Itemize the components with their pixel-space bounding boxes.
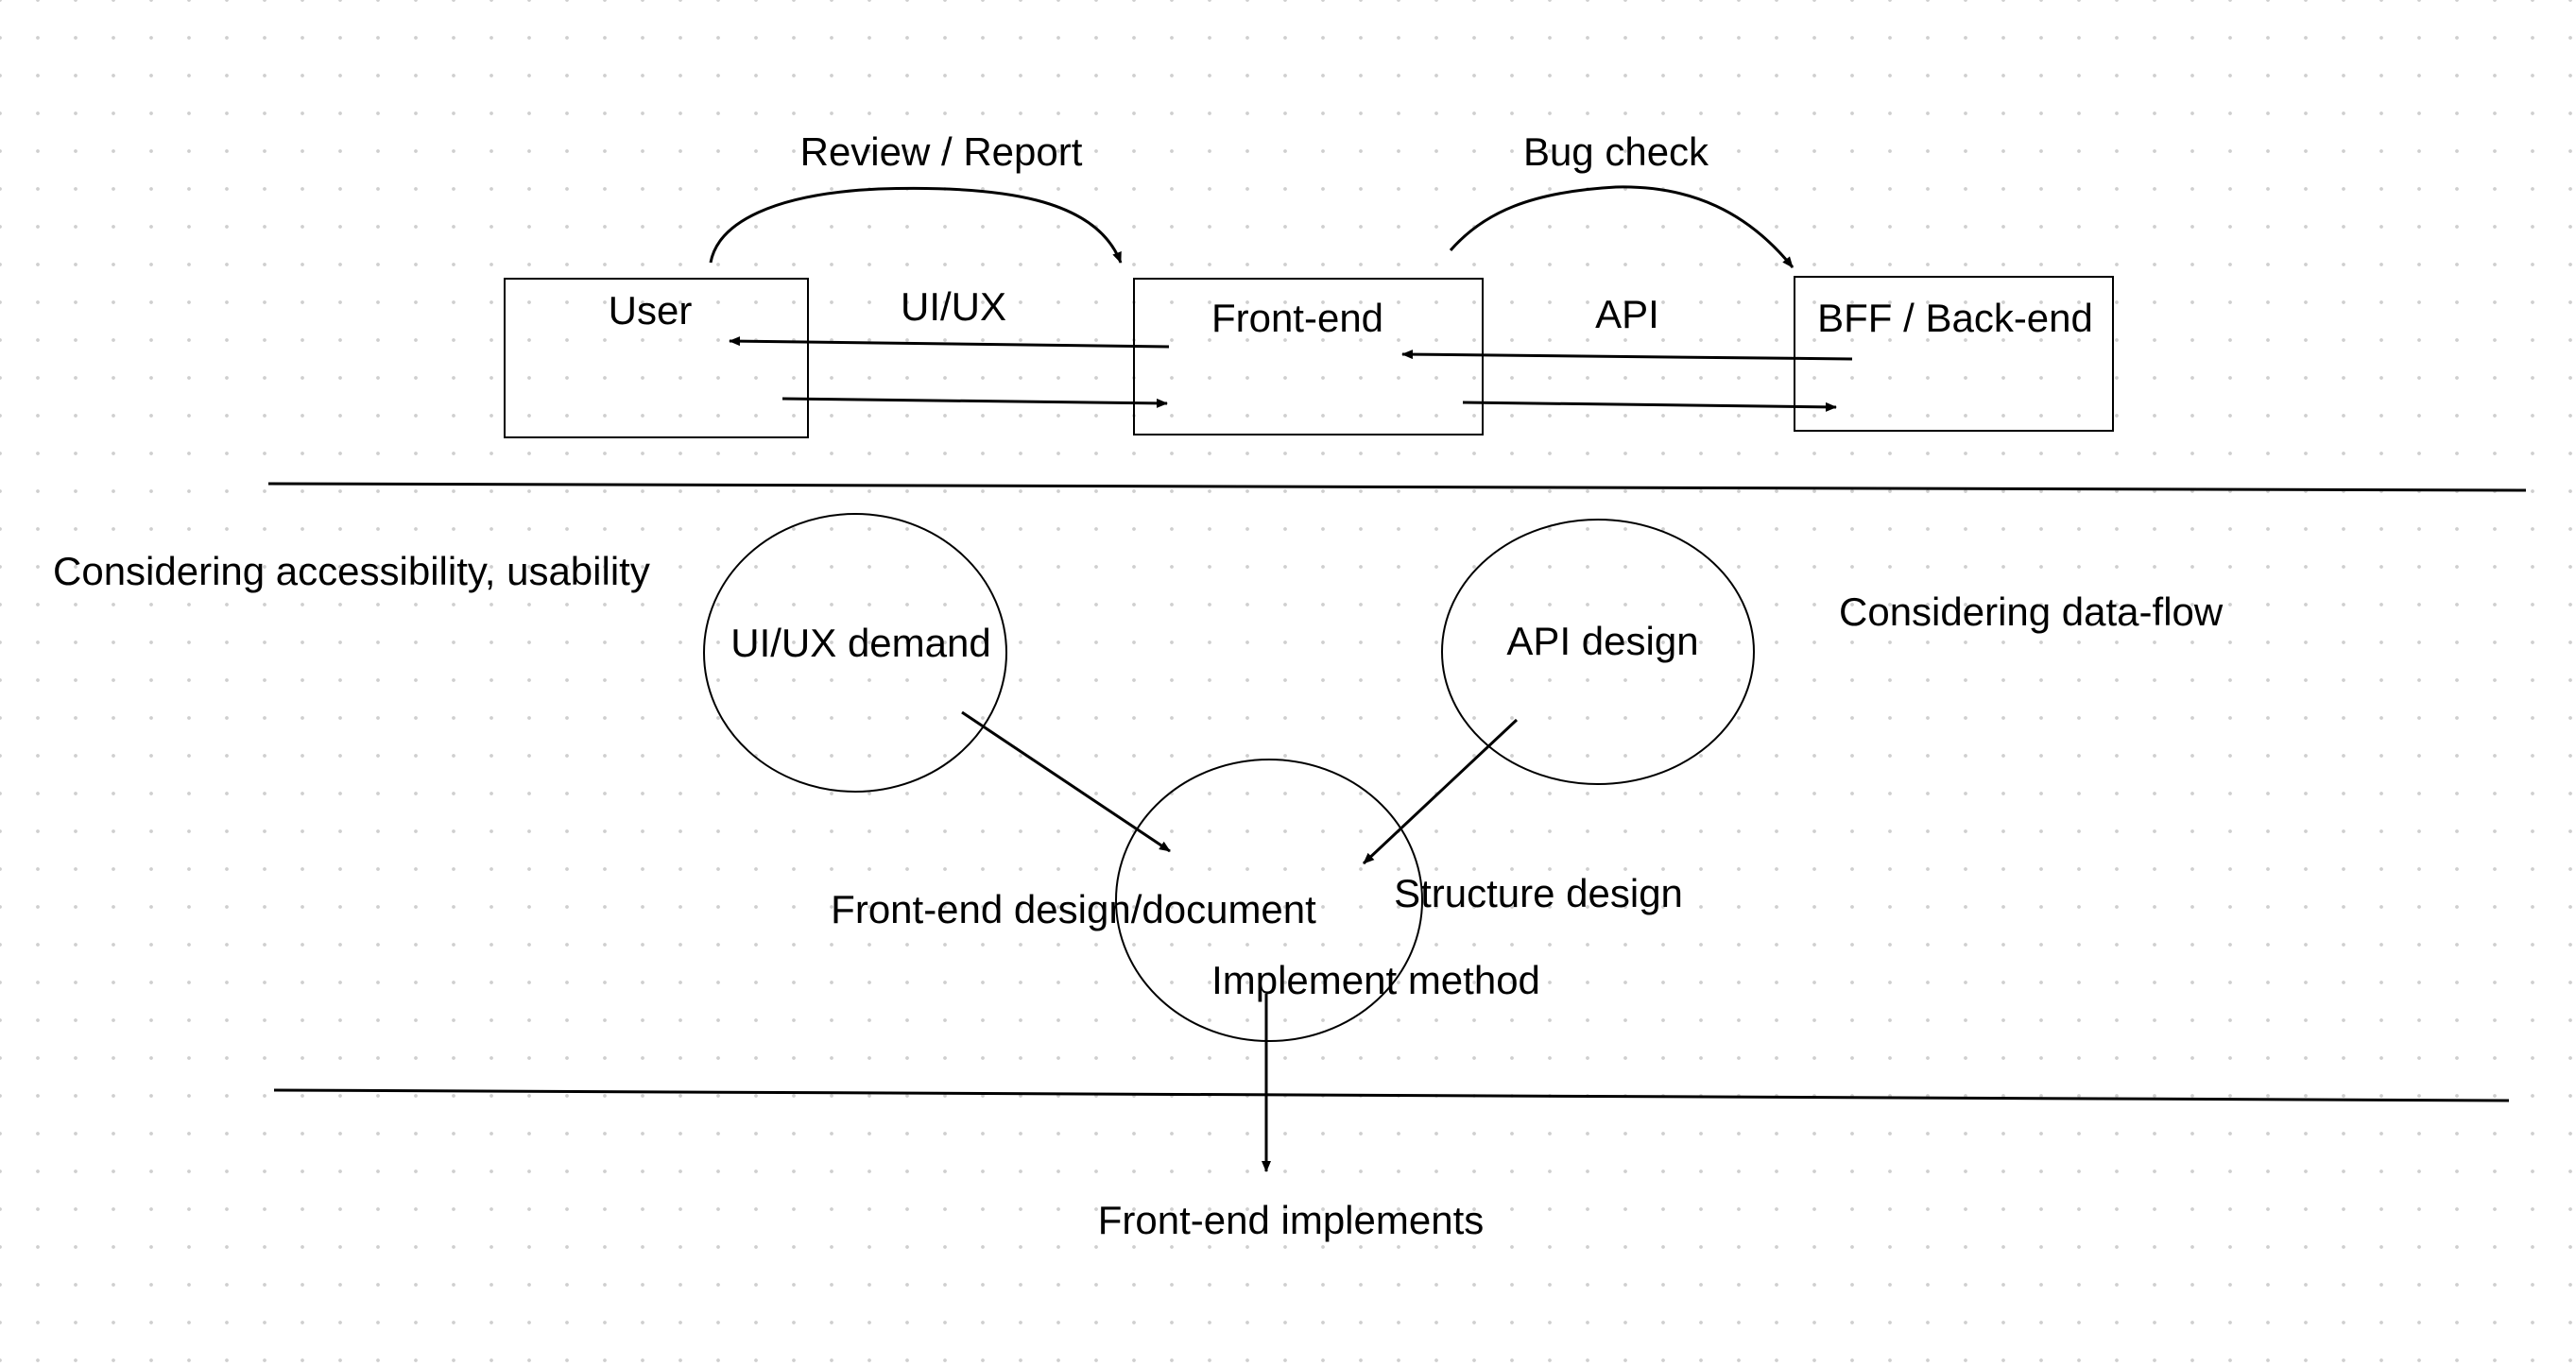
bug-check-label: Bug check — [1523, 129, 1709, 174]
accessibility-annotation: Considering accessibility, usability — [53, 549, 650, 593]
implement-method-annotation: Implement method — [1211, 958, 1540, 1002]
user-label: User — [609, 288, 693, 333]
frontend-design-annotation: Front-end design/document — [831, 887, 1316, 931]
review-report-label: Review / Report — [800, 129, 1083, 174]
frontend-to-user-arrow[interactable] — [729, 336, 1170, 349]
structure-design-annotation: Structure design — [1394, 871, 1683, 915]
divider-top — [267, 482, 2527, 492]
user-to-frontend-arrow[interactable] — [781, 397, 1168, 408]
bug-check-arrow[interactable] — [1449, 185, 1795, 268]
review-report-arrow[interactable] — [709, 186, 1123, 264]
backend-label: BFF / Back-end — [1817, 296, 2093, 340]
uiux-edge-label: UI/UX — [901, 284, 1006, 329]
frontend-box[interactable] — [1133, 278, 1484, 435]
api-design-circle[interactable] — [1441, 519, 1755, 785]
api-to-design-arrow[interactable] — [1362, 718, 1519, 865]
frontend-design-circle[interactable] — [1115, 759, 1423, 1042]
frontend-to-backend-arrow[interactable] — [1462, 401, 1837, 412]
data-flow-annotation: Considering data-flow — [1839, 589, 2224, 634]
frontend-implements-annotation: Front-end implements — [1098, 1198, 1485, 1242]
uiux-demand-circle[interactable] — [703, 513, 1007, 793]
user-box[interactable] — [504, 278, 809, 438]
backend-box[interactable] — [1794, 276, 2114, 432]
api-design-label: API design — [1506, 619, 1698, 663]
uiux-demand-label: UI/UX demand — [730, 621, 990, 665]
backend-to-frontend-arrow[interactable] — [1401, 350, 1853, 361]
api-edge-label: API — [1595, 292, 1659, 336]
uiux-to-design-arrow[interactable] — [961, 710, 1171, 853]
frontend-label: Front-end — [1211, 296, 1383, 340]
divider-bottom — [273, 1088, 2510, 1102]
